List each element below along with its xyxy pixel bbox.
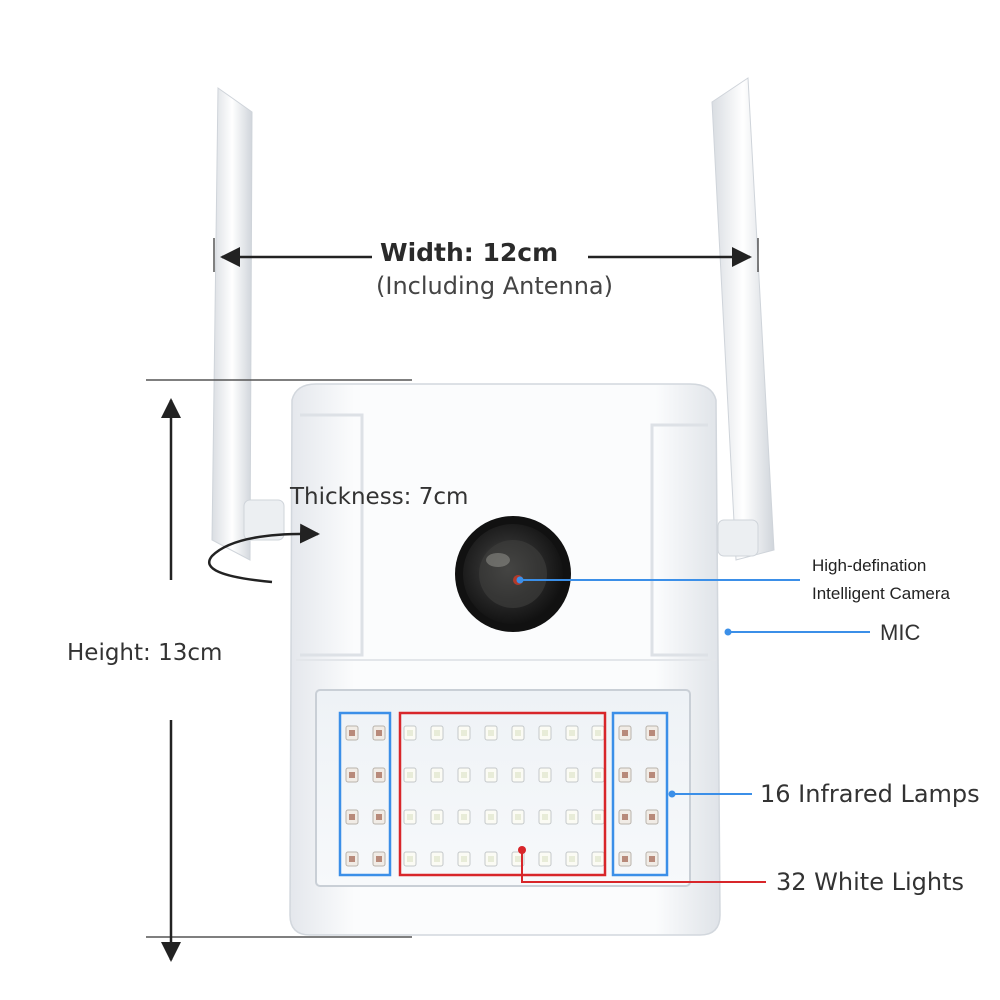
white-led-chip [542, 856, 548, 862]
white-led-chip [542, 814, 548, 820]
white-lights-callout-line [518, 846, 766, 883]
infrared-led-chip [622, 856, 628, 862]
white-led-chip [569, 856, 575, 862]
mic-callout-line [724, 628, 870, 636]
infrared-led-chip [376, 730, 382, 736]
infrared-label: 16 Infrared Lamps [760, 780, 980, 808]
infrared-led-chip [622, 730, 628, 736]
white-led-chip [488, 814, 494, 820]
infrared-led-chip [376, 772, 382, 778]
white-lights-label: 32 White Lights [776, 868, 964, 896]
infrared-led-chip [349, 814, 355, 820]
white-led-chip [542, 772, 548, 778]
white-led-chip [515, 772, 521, 778]
white-lights-box [398, 711, 607, 877]
white-led-chip [595, 814, 601, 820]
infrared-led-chip [622, 772, 628, 778]
white-led-chip [595, 772, 601, 778]
camera-lens [455, 516, 571, 632]
white-led-chip [407, 730, 413, 736]
camera-label-line1: High-defination [812, 556, 927, 575]
camera-callout-line [516, 576, 800, 584]
white-led-chip [569, 814, 575, 820]
white-led-chip [461, 856, 467, 862]
white-led-chip [461, 772, 467, 778]
infrared-led-chip [649, 730, 655, 736]
white-led-chip [569, 772, 575, 778]
infrared-led-chip [649, 856, 655, 862]
thickness-arrow [208, 523, 320, 584]
infrared-led-chip [649, 772, 655, 778]
infrared-led-chip [376, 856, 382, 862]
infrared-led-chip [622, 814, 628, 820]
infrared-led-chip [376, 814, 382, 820]
white-led-chip [515, 730, 521, 736]
led-grid [345, 725, 659, 867]
white-led-chip [434, 814, 440, 820]
white-led-chip [595, 730, 601, 736]
infrared-led-chip [649, 814, 655, 820]
white-led-chip [515, 814, 521, 820]
infrared-box-left [338, 711, 392, 877]
right-antenna [711, 77, 775, 561]
width-dimension [213, 238, 759, 272]
width-label: Width: 12cm [380, 238, 559, 267]
white-led-chip [569, 730, 575, 736]
width-note: (Including Antenna) [376, 272, 613, 300]
white-led-chip [488, 856, 494, 862]
white-led-chip [434, 772, 440, 778]
height-label: Height: 13cm [67, 640, 223, 666]
infrared-led-chip [349, 772, 355, 778]
white-led-chip [434, 856, 440, 862]
white-led-chip [488, 772, 494, 778]
white-led-chip [407, 814, 413, 820]
camera-label-line2: Intelligent Camera [812, 584, 950, 603]
white-led-chip [542, 730, 548, 736]
white-led-chip [595, 856, 601, 862]
led-panel [315, 689, 691, 887]
white-led-chip [434, 730, 440, 736]
infrared-led-chip [349, 730, 355, 736]
white-led-chip [488, 730, 494, 736]
white-led-chip [515, 856, 521, 862]
white-led-chip [407, 772, 413, 778]
infrared-led-chip [349, 856, 355, 862]
white-led-chip [461, 814, 467, 820]
white-led-chip [407, 856, 413, 862]
thickness-label: Thickness: 7cm [290, 484, 469, 510]
infrared-box-right [611, 711, 669, 877]
infrared-callout-line [668, 790, 752, 798]
white-led-chip [461, 730, 467, 736]
height-dimension [146, 379, 412, 962]
left-antenna [211, 87, 285, 561]
mic-label: MIC [880, 620, 921, 645]
